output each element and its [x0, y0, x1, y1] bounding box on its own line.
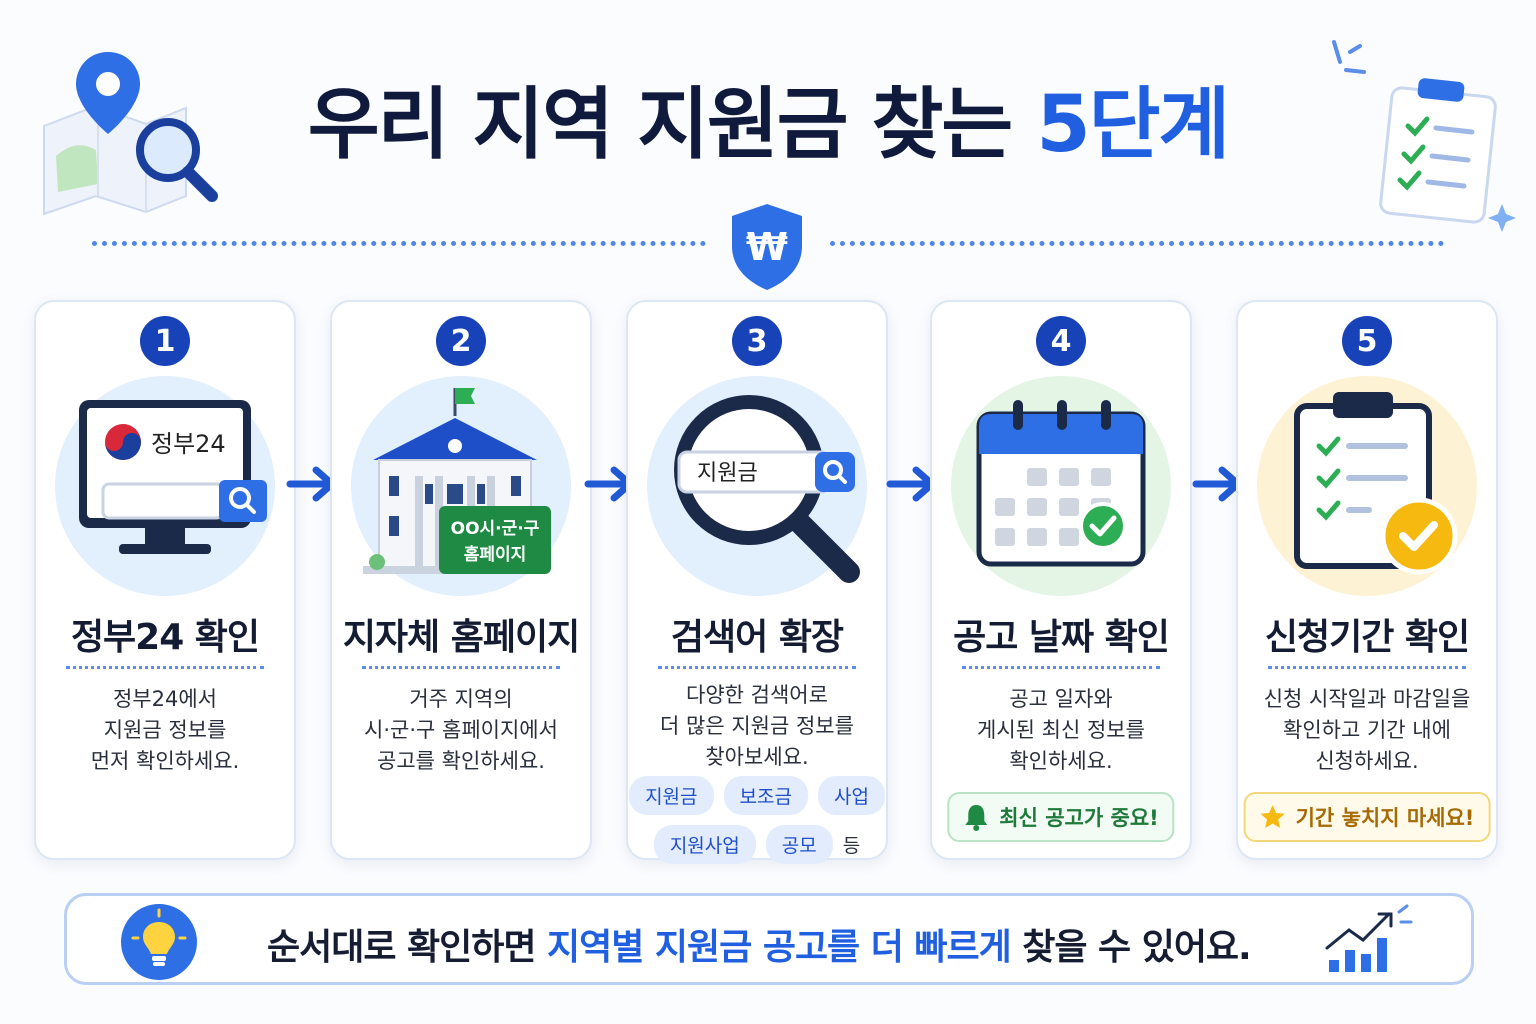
summary-banner: 순서대로 확인하면 지역별 지원금 공고를 더 빠르게 찾을 수 있어요. — [64, 893, 1474, 985]
clipboard-checklist-icon — [1332, 40, 1516, 232]
star-icon — [1260, 805, 1285, 828]
step-card-5: 5 신청기간 확인 신청 시작일과 마감일을 확인하고 기간 내에 신청하세요.… — [1236, 300, 1498, 860]
bell-icon — [965, 805, 988, 831]
step-card-3: 3 지원금 검색어 확장 다양한 검색어로 더 많은 지원금 정보를 찾아보세요… — [626, 300, 888, 864]
card-divider — [66, 666, 264, 669]
card-divider — [658, 666, 856, 669]
svg-text:홈페이지: 홈페이지 — [464, 544, 527, 565]
tip-text: 최신 공고가 중요! — [999, 806, 1159, 830]
tip-text: 기간 놓치지 마세요! — [1295, 806, 1475, 830]
growth-chart-icon — [1325, 904, 1413, 972]
divider-left — [92, 241, 706, 246]
divider-right — [830, 241, 1444, 246]
step-title: 정부24 확인 — [70, 617, 260, 658]
tip-badge: 기간 놓치지 마세요! — [1243, 792, 1491, 842]
tip-badge: 최신 공고가 중요! — [947, 792, 1175, 842]
city-hall-icon: OO시·군·구 홈페이지 — [351, 376, 571, 596]
keyword-chip: 보조금 — [723, 776, 808, 815]
step-title: 지자체 홈페이지 — [342, 617, 580, 658]
step-title: 공고 날짜 확인 — [953, 617, 1170, 658]
step-number-badge: 1 — [140, 316, 190, 366]
step-card-4: 4 공고 날짜 확인 공고 일자와 게시된 최신 정보를 확인하세요. 최신 공… — [930, 300, 1192, 860]
svg-text:OO시·군·구: OO시·군·구 — [451, 519, 540, 539]
step-title: 검색어 확장 — [670, 617, 844, 658]
svg-text:정부24: 정부24 — [151, 430, 226, 458]
card-divider — [362, 666, 560, 669]
keyword-chip: 지원사업 — [653, 825, 756, 864]
step-card-1: 1 정부24 정부24 확인 정부24에서 지원금 정보를 먼저 확인하세요. — [34, 300, 296, 860]
keyword-chip: 공모 — [765, 825, 833, 864]
clipboard-check-icon — [1257, 376, 1477, 596]
step-description: 다양한 검색어로 더 많은 지원금 정보를 찾아보세요. — [660, 683, 854, 769]
step-number-badge: 3 — [732, 316, 782, 366]
monitor-search-icon: 정부24 — [55, 376, 275, 596]
calendar-check-icon — [951, 376, 1171, 596]
card-divider — [1268, 666, 1466, 669]
card-divider — [962, 666, 1160, 669]
magnifier-search-icon: 지원금 — [647, 376, 867, 596]
lightbulb-icon — [121, 904, 197, 980]
won-shield-icon: ₩ — [732, 204, 802, 290]
keyword-chip: 사업 — [817, 776, 885, 815]
keyword-chip: 지원금 — [629, 776, 714, 815]
keyword-etc: 등 — [842, 835, 861, 857]
map-pin-search-icon — [43, 52, 218, 216]
step-description: 공고 일자와 게시된 최신 정보를 확인하세요. — [977, 687, 1145, 773]
step-number-badge: 4 — [1036, 316, 1086, 366]
page-title: 우리 지역 지원금 찾는 5단계 — [307, 80, 1230, 170]
svg-text:₩: ₩ — [746, 225, 788, 269]
step-description: 신청 시작일과 마감일을 확인하고 기간 내에 신청하세요. — [1263, 687, 1471, 773]
keyword-chips: 지원금 보조금 사업 지원사업 공모 등 — [628, 776, 886, 874]
step-number-badge: 2 — [436, 316, 486, 366]
step-description: 정부24에서 지원금 정보를 먼저 확인하세요. — [90, 687, 240, 773]
step-title: 신청기간 확인 — [1264, 617, 1470, 658]
step-card-2: 2 OO시·군·구 홈페이지 지자체 홈페이지 거주 지역의 시·군·구 홈페이… — [330, 300, 592, 860]
svg-text:지원금: 지원금 — [697, 461, 758, 486]
summary-text: 순서대로 확인하면 지역별 지원금 공고를 더 빠르게 찾을 수 있어요. — [267, 927, 1252, 968]
step-number-badge: 5 — [1342, 316, 1392, 366]
step-description: 거주 지역의 시·군·구 홈페이지에서 공고를 확인하세요. — [364, 687, 558, 773]
